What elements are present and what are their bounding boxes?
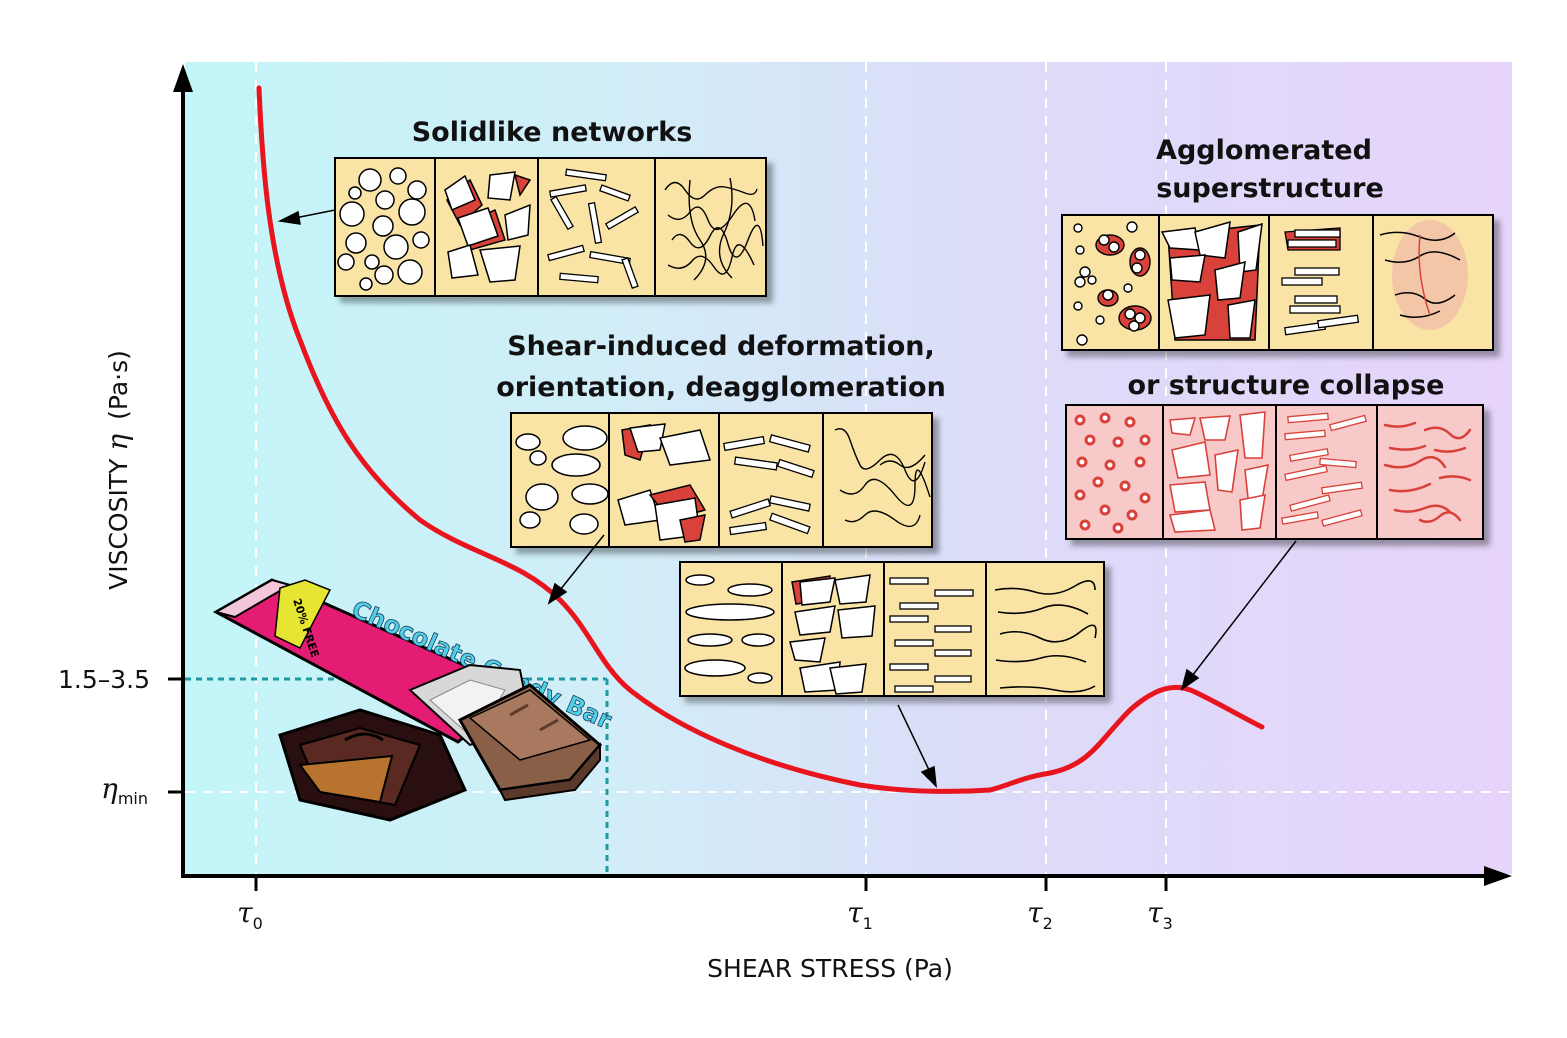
collapse-dots: [1074, 412, 1151, 534]
shear-rods: [723, 434, 815, 536]
oriented-rods: [889, 577, 974, 693]
tau-tick-labels: τ0 τ1 τ2 τ3: [237, 896, 1173, 933]
leader-arrows: [277, 209, 1297, 789]
viscosity-curve: [256, 85, 1265, 794]
solidlike-platelets: [444, 171, 532, 283]
axes: [168, 64, 1512, 891]
agglom-platelets: [1160, 220, 1263, 341]
agglom-rods: [1281, 227, 1360, 336]
solidlike-title: Solidlike networks: [412, 117, 693, 148]
tau1-label: τ1: [847, 896, 873, 933]
shear-platelets: [617, 423, 712, 543]
shear-title-line2: orientation, deagglomeration: [496, 372, 946, 403]
oriented-platelets: [789, 574, 876, 695]
tau2-label: τ2: [1027, 896, 1053, 933]
panel-collapse: [1065, 404, 1484, 540]
oriented-ellipses: [684, 574, 775, 684]
agglom-fibers: [1379, 220, 1468, 330]
x-axis-arrow: [1484, 866, 1512, 886]
y-axis-arrow: [173, 64, 193, 92]
shear-fibers: [834, 428, 931, 528]
agglom-clusters: [1073, 221, 1152, 346]
solidlike-rods: [547, 168, 640, 289]
svg-text:VISCOSITYη(Pa·s): VISCOSITYη(Pa·s): [101, 350, 134, 590]
collapse-title: or structure collapse: [1128, 370, 1445, 401]
y-tick-eta-min: ηmin: [101, 772, 148, 808]
collapse-fibers: [1383, 421, 1472, 524]
solidlike-fibers: [664, 177, 764, 281]
agglom-title-line2: superstructure: [1156, 173, 1384, 204]
tau0-label: τ0: [237, 896, 263, 933]
collapse-platelets: [1168, 411, 1269, 533]
shear-ellipses: [515, 425, 609, 535]
solidlike-spheres: [337, 167, 430, 291]
x-axis-label: SHEAR STRESS (Pa): [707, 954, 953, 983]
y-axis-label: VISCOSITYη(Pa·s): [101, 350, 134, 590]
tau3-label: τ3: [1147, 896, 1173, 933]
collapse-rods: [1280, 412, 1367, 527]
oriented-fibers: [994, 580, 1097, 693]
shear-title-line1: Shear-induced deformation,: [507, 331, 935, 362]
y-tick-upper: 1.5–3.5: [58, 665, 150, 694]
agglom-title-line1: Agglomerated: [1156, 135, 1372, 166]
